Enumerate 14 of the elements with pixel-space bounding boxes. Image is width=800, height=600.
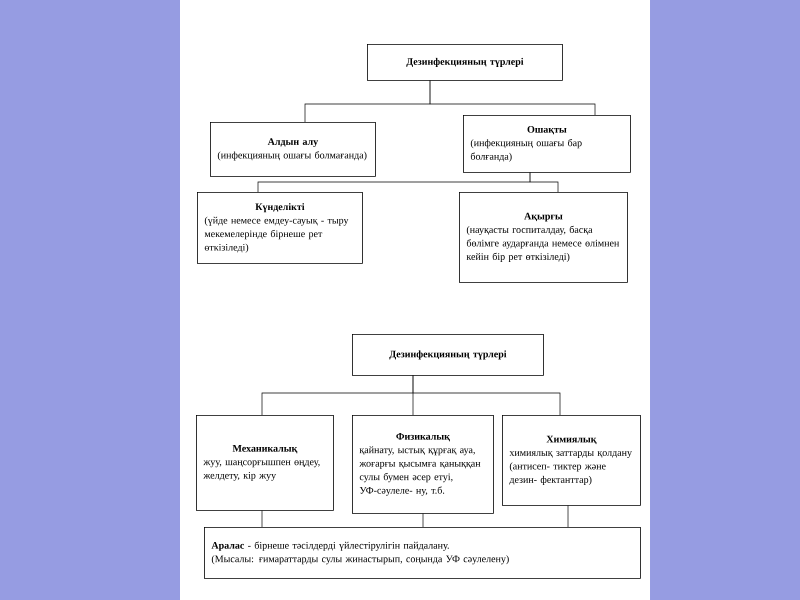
process-box: Аралас - бірнеше тәсілдерді үйлестірулігін пайдалану. (Мысалы: ғимараттарды сулы жинастырып, соңында УФ сәулелену) (204, 527, 641, 579)
process-box: Ақырғы (науқасты госпиталдау, басқа бөлімге аударғанда немесе өлімнен кейін бір рет өткізіледі) (459, 192, 628, 283)
connector-line (422, 513, 424, 528)
process-box: Күнделікті (үйде немесе емдеу-сауық - тыру мекемелерінде бірнеше рет өткізіледі) (197, 192, 363, 264)
connector-line (530, 172, 558, 192)
process-box: Дезинфекцияның түрлері (352, 334, 544, 376)
connector-line (412, 375, 560, 416)
process-box: Ошақты (инфекцияның ошағы бар болғанда) (463, 115, 631, 173)
connector-line (430, 80, 596, 116)
process-box: Физикалық қайнату, ыстық құрғақ ауа, жоғарғы қысымға қаныққан сулы бумен әсер етуі, УФ-сәулеле- ну, т.б. (352, 415, 494, 514)
process-box: Алдын алу (инфекцияның ошағы болмағанда) (210, 122, 376, 177)
process-box: Дезинфекцияның түрлері (367, 44, 563, 81)
process-box: Механикалық жуу, шаңсорғышпен өңдеу, желдету, кір жуу (196, 415, 334, 511)
process-box: Химиялық химиялық заттарды қолдану (антисеп- тиктер және дезин- фектанттар) (502, 415, 641, 506)
